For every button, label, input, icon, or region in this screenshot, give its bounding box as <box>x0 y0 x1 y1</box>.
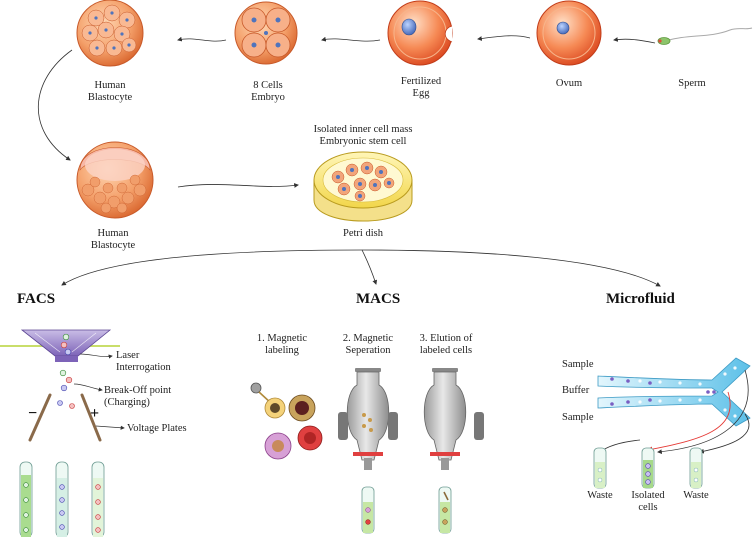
label-fertilized-egg: Fertilized Egg <box>400 76 442 99</box>
label-ovum: Ovum <box>555 78 583 89</box>
label-waste-right: Waste <box>683 490 709 501</box>
blastocyte-mid-illustration <box>76 141 154 219</box>
embryo-8-illustration <box>234 1 298 65</box>
label-laser-interrogation: Laser Interrogation <box>116 350 171 373</box>
blastocyte-top-illustration <box>76 0 144 67</box>
label-petri-dish: Petri dish <box>343 228 383 239</box>
label-sperm: Sperm <box>678 78 706 89</box>
arrow-sperm-ovum <box>613 37 656 44</box>
label-blastocyte-mid: Human Blastocyte <box>90 228 136 251</box>
fertilized-egg-illustration <box>387 0 453 66</box>
arrow-to-facs <box>61 249 363 286</box>
label-blastocyte-top: Human Blastocyte <box>87 80 133 103</box>
label-elution: 3. Elution of labeled cells <box>419 333 473 356</box>
label-inner-cell-mass: Isolated inner cell mass Embryonic stem … <box>313 124 413 147</box>
arrow-ovum-fertilized <box>477 35 531 41</box>
heading-facs: FACS <box>17 291 56 307</box>
microfluid-tubes <box>593 447 703 489</box>
ovum-illustration <box>536 0 602 66</box>
heading-macs: MACS <box>356 291 401 307</box>
arrow-blastocyte-down <box>37 49 73 161</box>
facs-illustration <box>0 329 125 537</box>
label-isolated-cells: Isolated cells <box>631 490 665 513</box>
arrow-embryo-blastocyte <box>177 36 227 42</box>
symbol-plus: + <box>90 405 100 422</box>
sperm-illustration <box>657 27 753 45</box>
arrow-fertilized-embryo <box>321 36 381 42</box>
macs-column-elution <box>423 368 484 470</box>
label-magnetic-labeling: 1. Magnetic labeling <box>256 333 308 356</box>
arrow-blastocyte-petri <box>177 183 299 188</box>
arrow-to-microfluid <box>361 249 661 287</box>
petri-dish-illustration <box>313 151 413 222</box>
microfluid-channel <box>597 357 751 455</box>
macs-column-separation <box>338 368 398 470</box>
label-waste-left: Waste <box>587 490 613 501</box>
label-sample-bottom: Sample <box>562 412 594 423</box>
label-sample-top: Sample <box>562 359 594 370</box>
label-buffer: Buffer <box>562 385 590 396</box>
heading-microfluid: Microfluid <box>606 291 675 307</box>
macs-tubes <box>361 486 452 534</box>
label-embryo-8: 8 Cells Embryo <box>251 80 285 103</box>
macs-labeling-illustration <box>250 382 323 460</box>
symbol-minus: − <box>28 405 38 422</box>
label-breakoff: Break-Off point (Charging) <box>104 385 172 408</box>
label-magnetic-separation: 2. Magnetic Seperation <box>342 333 394 356</box>
arrow-to-macs <box>361 249 378 285</box>
label-voltage-plates: Voltage Plates <box>127 423 187 434</box>
